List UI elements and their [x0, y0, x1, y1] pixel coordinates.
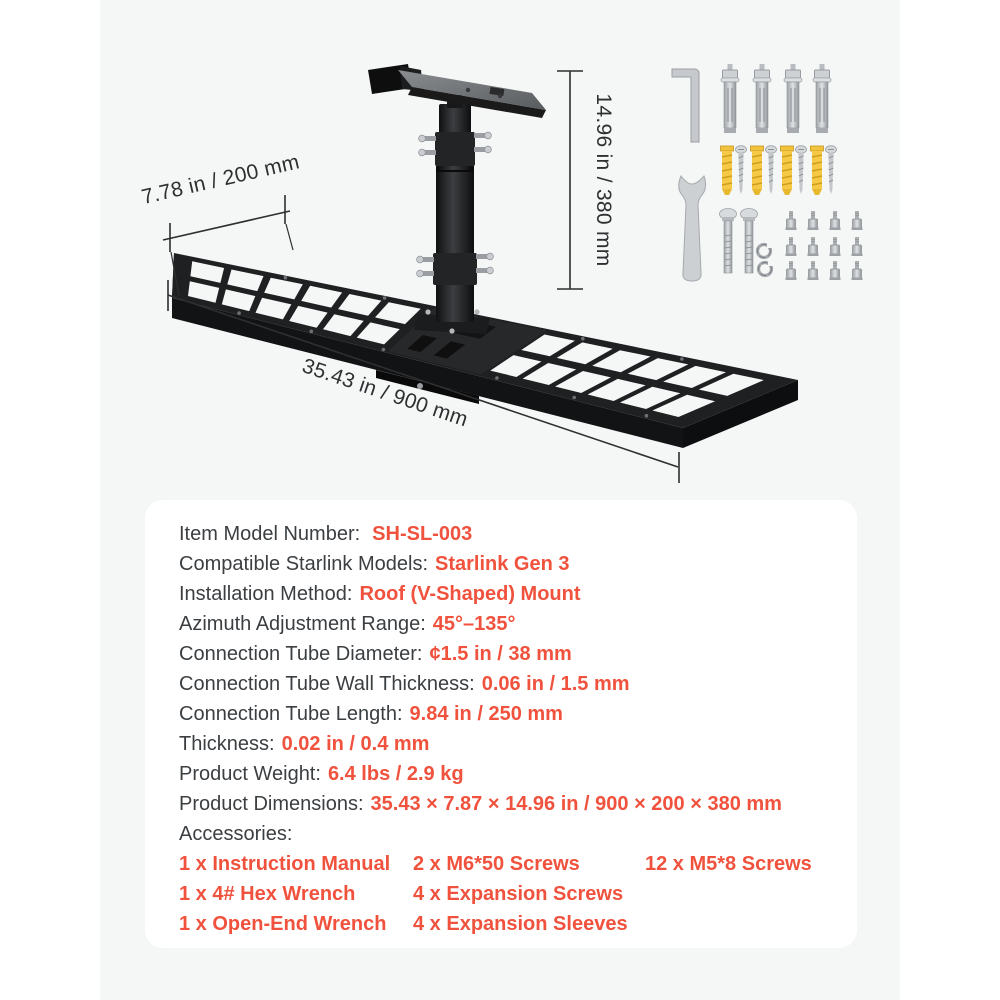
spec-row: Connection Tube Length: 9.84 in / 250 mm [179, 699, 837, 729]
spec-label: Thickness: [179, 733, 275, 755]
spec-label: Installation Method: [179, 583, 353, 605]
spec-label: Compatible Starlink Models: [179, 553, 428, 575]
open-end-wrench [678, 174, 707, 282]
m5-screws [785, 210, 863, 281]
spec-value: Roof (V-Shaped) Mount [359, 583, 581, 605]
mount-bracket [368, 64, 546, 118]
hardware-kit [671, 63, 863, 282]
spec-row: Azimuth Adjustment Range: 45°–135° [179, 609, 837, 639]
accessory-item: 1 x Open-End Wrench [179, 913, 387, 935]
accessories-list: 1 x Instruction Manual 2 x M6*50 Screws … [179, 849, 837, 939]
spec-value: ¢1.5 in / 38 mm [429, 643, 572, 665]
spec-value: 0.06 in / 1.5 mm [481, 673, 630, 695]
product-illustration: 7.78 in / 200 mm 14.96 in / 380 mm 35.43… [139, 63, 863, 483]
spec-label: Accessories: [179, 823, 293, 845]
accessory-item: 1 x Instruction Manual [179, 853, 391, 875]
spec-value: 6.4 lbs / 2.9 kg [327, 763, 464, 785]
spec-row: Compatible Starlink Models: Starlink Gen… [179, 549, 837, 579]
spec-row: Accessories: [179, 819, 837, 849]
spec-value: Starlink Gen 3 [435, 553, 570, 575]
spec-value: 9.84 in / 250 mm [409, 703, 563, 725]
spec-label: Item Model Number: [179, 523, 361, 545]
accessory-item [645, 909, 837, 939]
spec-row: Connection Tube Diameter: ¢1.5 in / 38 m… [179, 639, 837, 669]
spec-value: 35.43 × 7.87 × 14.96 in / 900 × 200 × 38… [370, 793, 782, 815]
spec-label: Connection Tube Wall Thickness: [179, 673, 475, 695]
dimension-height: 14.96 in / 380 mm [557, 70, 615, 290]
spec-label: Azimuth Adjustment Range: [179, 613, 426, 635]
spec-row: Product Dimensions: 35.43 × 7.87 × 14.96… [179, 789, 837, 819]
expansion-screws [720, 63, 832, 134]
spec-label: Connection Tube Length: [179, 703, 403, 725]
spec-card: Item Model Number: SH-SL-003 Compatible … [145, 500, 857, 948]
accessory-item: 12 x M5*8 Screws [645, 853, 812, 875]
spec-value: SH-SL-003 [372, 523, 473, 545]
spec-row: Installation Method: Roof (V-Shaped) Mou… [179, 579, 837, 609]
rack-tray [172, 253, 798, 448]
spec-row: Connection Tube Wall Thickness: 0.06 in … [179, 669, 837, 699]
m6-bolts [719, 208, 758, 274]
accessory-item: 1 x 4# Hex Wrench [179, 883, 356, 905]
spec-row: Thickness: 0.02 in / 0.4 mm [179, 729, 837, 759]
spec-value: 0.02 in / 0.4 mm [281, 733, 430, 755]
spec-label: Product Dimensions: [179, 793, 364, 815]
dimension-height-label: 14.96 in / 380 mm [592, 93, 615, 266]
mount-pole [414, 104, 494, 334]
spec-label: Product Weight: [179, 763, 321, 785]
accessory-item: 2 x M6*50 Screws [413, 853, 580, 875]
accessory-item: 4 x Expansion Sleeves [413, 913, 628, 935]
dimension-depth-label: 7.78 in / 200 mm [139, 150, 301, 209]
spec-value: 45°–135° [432, 613, 516, 635]
accessory-item: 4 x Expansion Screws [413, 883, 624, 905]
hex-wrench [671, 68, 700, 143]
lock-washers [755, 241, 775, 278]
spec-row: Item Model Number: SH-SL-003 [179, 519, 837, 549]
accessory-item [645, 879, 837, 909]
spec-label: Connection Tube Diameter: [179, 643, 423, 665]
spec-row: Product Weight: 6.4 lbs / 2.9 kg [179, 759, 837, 789]
